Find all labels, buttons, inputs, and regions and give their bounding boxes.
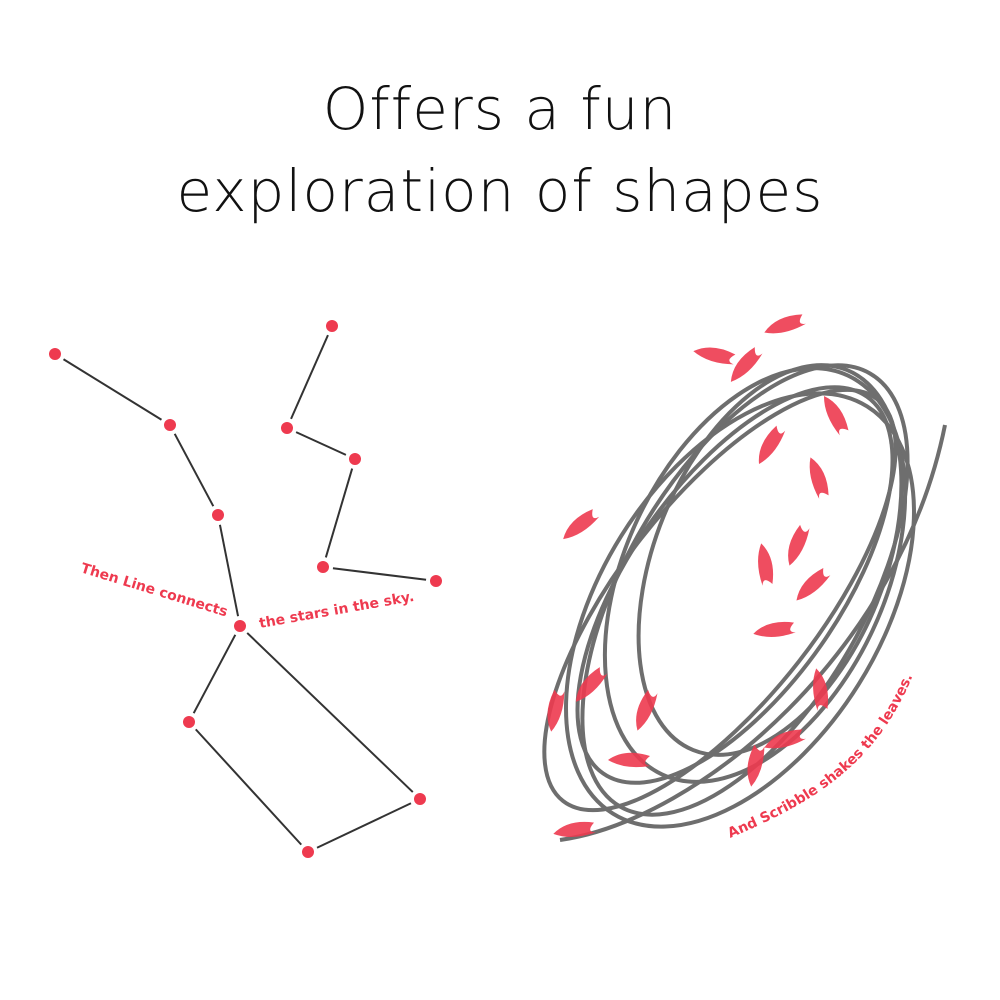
- leaf: [547, 689, 565, 732]
- leaf: [753, 621, 796, 637]
- title-line-1: Offers a fun: [322, 75, 678, 143]
- leaf: [608, 752, 650, 768]
- constellation-line: [332, 567, 427, 581]
- star-dot: [183, 716, 195, 728]
- star-dot: [414, 793, 426, 805]
- star-dot: [302, 846, 314, 858]
- page-title: Offers a fun exploration of shapes: [0, 68, 1000, 232]
- leaf: [813, 668, 829, 711]
- constellation-line: [295, 431, 347, 456]
- leaf: [553, 821, 596, 837]
- constellation-line: [192, 634, 237, 714]
- constellation-line: [62, 358, 163, 421]
- constellation-line: [316, 802, 412, 849]
- leaf: [563, 509, 600, 540]
- leaf: [758, 425, 786, 465]
- leaf: [764, 314, 806, 334]
- constellation-line: [290, 334, 329, 420]
- star-dot: [349, 453, 361, 465]
- leaf: [730, 347, 763, 382]
- star-dot: [49, 348, 61, 360]
- constellation-line: [173, 433, 215, 507]
- constellation: [62, 334, 427, 849]
- leaf: [575, 667, 608, 702]
- constellation-line: [246, 632, 414, 793]
- constellation-line: [218, 524, 240, 617]
- leaf: [764, 729, 806, 749]
- star-dot: [281, 422, 293, 434]
- leaves: [547, 314, 849, 837]
- star-dot: [326, 320, 338, 332]
- leaf: [823, 395, 849, 436]
- stars: [49, 320, 442, 858]
- star-dot: [164, 419, 176, 431]
- leaf: [796, 568, 831, 601]
- leaf: [636, 689, 658, 731]
- title-line-2: exploration of shapes: [176, 157, 824, 225]
- leaf: [809, 457, 829, 499]
- constellation-line: [195, 728, 302, 846]
- star-dot: [212, 509, 224, 521]
- constellation-line: [324, 468, 354, 558]
- star-dot: [430, 575, 442, 587]
- scribble: [542, 363, 947, 842]
- star-dot: [234, 620, 246, 632]
- caption-line-part1: Then Line connects: [79, 561, 230, 621]
- star-dot: [317, 561, 329, 573]
- caption-line-part2: the stars in the sky.: [258, 589, 415, 632]
- leaf: [788, 524, 810, 566]
- leaf: [693, 347, 736, 365]
- leaf: [758, 543, 774, 586]
- leaf: [747, 744, 765, 787]
